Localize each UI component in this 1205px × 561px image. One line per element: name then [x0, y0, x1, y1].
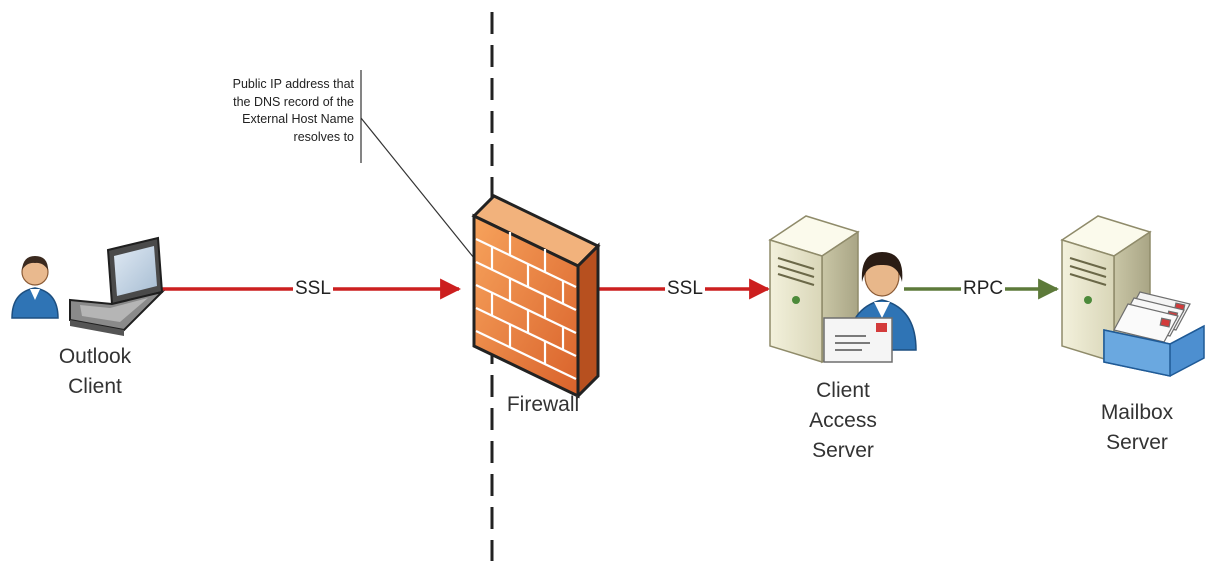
- callout-annotation: Public IP address that the DNS record of…: [182, 76, 354, 146]
- node-label-firewall: Firewall: [506, 393, 580, 416]
- node-label-client-access-server: Client Access Server: [809, 379, 877, 462]
- envelope-icon: [823, 317, 893, 363]
- callout-line: the DNS record of the: [233, 94, 354, 109]
- connection-label-rpc: RPC: [961, 278, 1006, 300]
- callout-line: Public IP address that: [232, 77, 354, 91]
- connection-label-ssl: SSL: [293, 278, 333, 300]
- mailbox-tray-icon: [1103, 291, 1205, 377]
- callout-leader-line: [360, 117, 475, 259]
- laptop-icon: [69, 236, 166, 336]
- connection-label-ssl: SSL: [665, 278, 705, 300]
- callout-line: resolves to: [293, 129, 354, 144]
- user-icon: [11, 256, 59, 319]
- callout-line: External Host Name: [242, 112, 354, 126]
- node-label-mailbox-server: Mailbox Server: [1100, 401, 1174, 454]
- firewall-icon: [471, 194, 601, 400]
- node-label-outlook-client: Outlook Client: [58, 345, 132, 398]
